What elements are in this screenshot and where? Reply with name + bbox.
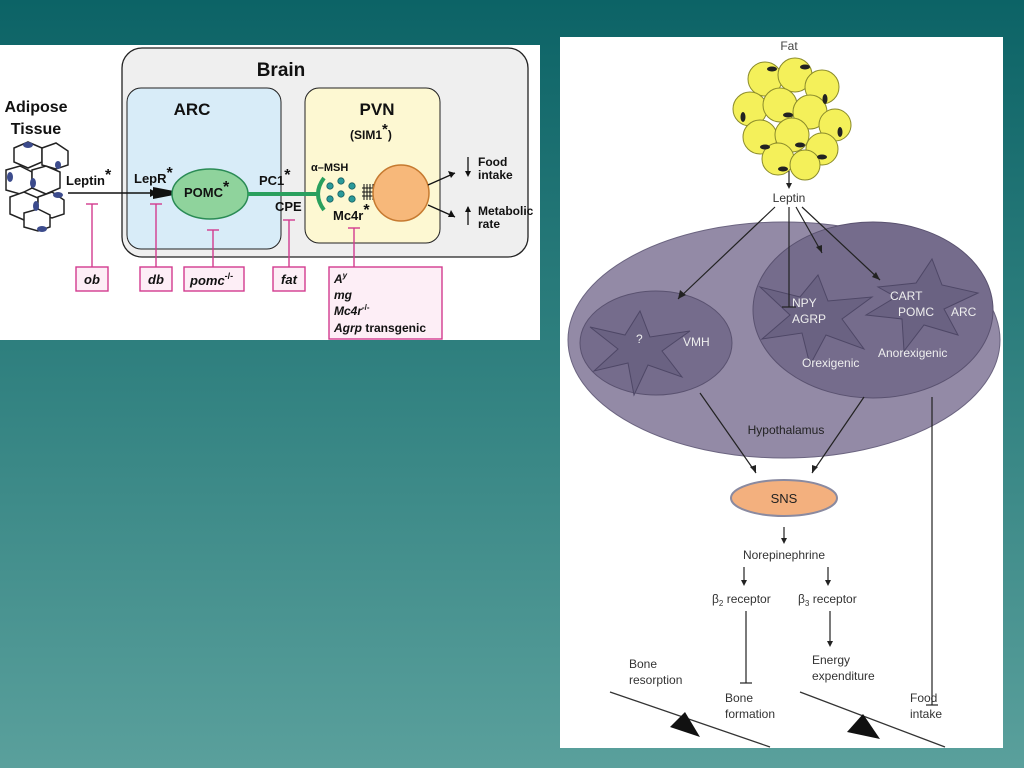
leptin-label: Leptin* <box>66 167 112 188</box>
left-diagram-panel: Brain ARC PVN (SIM1*) Adipose Tissue Lep… <box>0 45 540 340</box>
sim1-label: (SIM1*) <box>350 121 392 142</box>
vmh-label: VMH <box>683 335 710 349</box>
brain-label: Brain <box>257 60 306 81</box>
fat-cells-icon <box>732 57 852 181</box>
mutation-box-fat <box>272 266 306 292</box>
food-intake-line2: intake <box>478 168 513 182</box>
mutation-mg-label: mg <box>334 288 353 302</box>
bone-formation-line1: Bone <box>725 691 753 705</box>
pvn-label: PVN <box>360 100 395 119</box>
arc-label: ARC <box>174 100 211 119</box>
question-mark-label: ? <box>636 332 643 346</box>
food-arrowhead <box>448 171 455 178</box>
amsh-label: α–MSH <box>311 162 348 174</box>
energy-expenditure-line1: Energy <box>812 653 850 667</box>
metabolic-arrowhead <box>448 210 455 217</box>
adipose-label-line1: Adipose <box>4 99 67 116</box>
norepinephrine-label: Norepinephrine <box>743 548 825 562</box>
right-diagram-panel: Fat Leptin ? VMH NPY AGRP CART POMC ARC … <box>560 37 1003 748</box>
food-intake-right-line2: intake <box>910 707 942 721</box>
amsh-vesicles <box>326 177 356 203</box>
b3-arrowhead <box>825 580 831 586</box>
pc1-label: PC1* <box>259 167 291 188</box>
sns-label: SNS <box>771 491 798 506</box>
mutation-box-mc4r <box>328 266 443 340</box>
leptin-hypothalamus-diagram: Fat Leptin ? VMH NPY AGRP CART POMC ARC … <box>567 39 1001 748</box>
cart-label: CART <box>890 289 923 303</box>
bone-balance-beam <box>609 691 771 748</box>
adipocyte-cluster-icon <box>5 141 69 232</box>
axon-terminal <box>316 176 326 212</box>
bone-resorption-line2: resorption <box>629 673 682 687</box>
food-intake-line1: Food <box>478 155 507 169</box>
metabolic-rate-line1: Metabolic <box>478 204 534 218</box>
fat-arrowhead <box>786 183 792 189</box>
leptin-signal-arrows <box>677 206 938 706</box>
arc-label-right: ARC <box>951 305 977 319</box>
npy-agrp-neuron-icon <box>758 274 874 367</box>
beta2-receptor-label: β2 receptor <box>712 592 771 608</box>
bone-formation-line2: formation <box>725 707 775 721</box>
cart-pomc-neuron-icon <box>864 257 980 353</box>
lepr-receptor-icon <box>153 187 184 199</box>
b2-arrowhead <box>741 580 747 586</box>
adipose-label-line2: Tissue <box>11 121 62 138</box>
mutation-pomc-label: pomc-/- <box>189 271 233 288</box>
fat-label: Fat <box>780 39 798 53</box>
vmh-neuron-icon <box>589 309 691 397</box>
orexigenic-label: Orexigenic <box>802 356 859 370</box>
mutation-ob-label: ob <box>84 272 100 287</box>
sns-ellipse <box>730 479 838 517</box>
cpe-label: CPE <box>275 199 302 214</box>
bone-resorption-line1: Bone <box>629 657 657 671</box>
pvn-neuron <box>372 164 430 222</box>
sns-arrowhead <box>781 538 787 544</box>
agrp-label: AGRP <box>792 312 826 326</box>
mutation-box-ob <box>75 266 109 292</box>
mutation-mc4r-label: Mc4r-/- <box>334 303 370 318</box>
down-arrow-icon <box>465 157 471 177</box>
bone-balance-fulcrum <box>670 712 700 737</box>
arrowheads <box>678 245 880 473</box>
mutation-agrp-label: Agrp transgenic <box>333 321 426 335</box>
anorexigenic-label: Anorexigenic <box>878 346 947 360</box>
lepr-label: LepR* <box>134 165 174 186</box>
mutation-ay-label: Ay <box>333 271 348 286</box>
pomc-label-right: POMC <box>898 305 934 319</box>
pomc-label: POMC* <box>184 179 230 200</box>
up-arrow-icon <box>465 206 471 225</box>
energy-balance-fulcrum <box>847 714 880 739</box>
npy-label: NPY <box>792 296 817 310</box>
hypothalamus-label: Hypothalamus <box>748 423 825 437</box>
metabolic-rate-line2: rate <box>478 217 500 231</box>
adipocyte-nuclei <box>7 142 63 232</box>
mutation-box-db <box>139 266 173 292</box>
b3-energy-arrowhead <box>827 641 833 647</box>
fat-cell-nuclei <box>740 64 843 172</box>
beta3-receptor-label: β3 receptor <box>798 592 857 608</box>
energy-expenditure-line2: expenditure <box>812 669 875 683</box>
mutation-fat-label: fat <box>281 272 298 287</box>
mc4r-label: Mc4r* <box>333 202 370 223</box>
mutation-inhibition-lines <box>86 203 360 267</box>
mutation-db-label: db <box>148 272 164 287</box>
arc-box <box>126 87 282 250</box>
leptin-label-right: Leptin <box>773 191 806 205</box>
energy-balance-beam <box>799 691 946 748</box>
mutation-box-pomc <box>183 266 245 292</box>
food-intake-right-line1: Food <box>910 691 937 705</box>
leptin-pathway-diagram: Brain ARC PVN (SIM1*) Adipose Tissue Lep… <box>4 47 534 340</box>
